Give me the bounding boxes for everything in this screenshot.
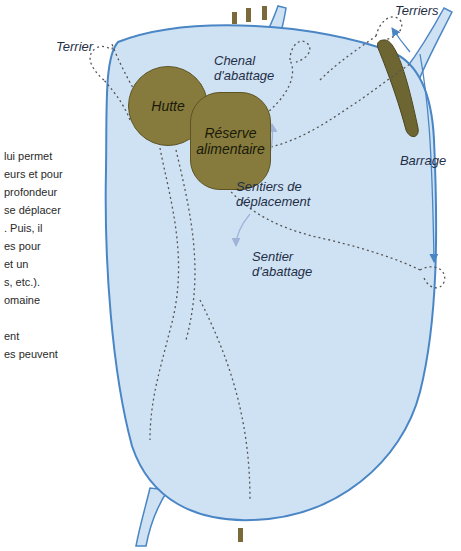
node-text: Barrage	[400, 154, 446, 169]
cut-text-fragment: es peuvent	[4, 348, 58, 361]
cut-text-fragment: eurs et pour	[4, 168, 63, 181]
cut-text-fragment: profondeur	[4, 186, 57, 199]
dam-label: Barrage	[392, 146, 454, 176]
cut-text-fragment: lui permet	[4, 150, 52, 163]
pond	[106, 25, 436, 520]
food-store: Réserve alimentaire	[190, 92, 271, 190]
node-text: Réserve alimentaire	[195, 125, 266, 157]
cut-text-fragment: s, etc.).	[4, 276, 40, 289]
node-text: Hutte	[151, 98, 184, 114]
terriers-label: Terriers	[395, 4, 457, 19]
inlet-stream	[136, 488, 168, 546]
cut-text-fragment: et un	[4, 258, 28, 271]
felling-path-label: Sentier d'abattage	[252, 250, 330, 280]
paths-label: Sentiers de déplacement	[236, 180, 320, 210]
cut-text-fragment: ent	[4, 330, 19, 343]
burrows	[90, 17, 445, 288]
cut-text-fragment: se déplacer	[4, 204, 61, 217]
travel-paths	[104, 36, 420, 500]
cut-text-fragment: es pour	[4, 240, 41, 253]
channel-label: Chenal d'abattage	[214, 54, 272, 84]
dam	[377, 40, 418, 137]
terrier-label: Terrier	[56, 40, 106, 55]
cut-text-fragment: omaine	[4, 294, 40, 307]
leader-arrow	[392, 28, 410, 52]
leader-arrow	[236, 214, 250, 246]
cut-text-fragment: . Puis, il	[4, 222, 43, 235]
